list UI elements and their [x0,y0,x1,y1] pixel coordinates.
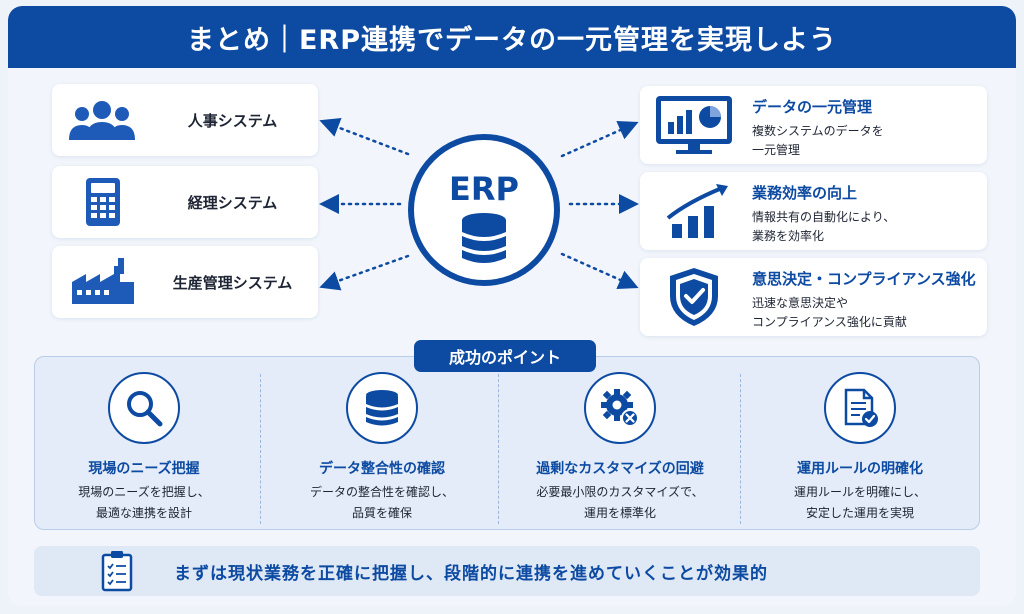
point-icon-circle [584,372,656,444]
success-points-title: 成功のポイント [414,340,596,372]
checklist-icon [101,551,133,592]
benefit-title-efficiency: 業務効率の向上 [752,184,858,202]
point-needs: 現場のニーズ把握 現場のニーズを把握し、 最適な連携を設計 [26,368,262,528]
point-title-operation-rules: 運用ルールの明確化 [797,461,923,477]
point-desc-line: 必要最小限のカスタマイズで、 [536,485,704,499]
point-desc-avoid-customization: 必要最小限のカスタマイズで、 運用を標準化 [502,482,738,524]
monitor-chart-icon [656,96,732,154]
point-desc-line: 安定した運用を実現 [805,506,914,520]
search-icon [127,391,163,427]
erp-hub: ERP [408,134,560,286]
divider [260,374,261,524]
benefit-card-compliance: 意思決定・コンプライアンス強化 迅速な意思決定や コンプライアンス強化に貢献 [640,258,987,336]
factory-icon [72,258,134,304]
calculator-icon [86,178,120,226]
point-desc-operation-rules: 運用ルールを明確にし、 安定した運用を実現 [742,482,978,524]
benefit-desc-line: 迅速な意思決定や [752,296,849,310]
system-label-accounting: 経理システム [187,193,278,212]
point-desc-line: 現場のニーズを把握し、 [78,485,210,499]
point-icon-circle [108,372,180,444]
arrow-to-production [319,254,410,291]
page-title: まとめ｜ERP連携でデータの一元管理を実現しよう [186,24,838,56]
benefit-desc-line: 一元管理 [752,143,801,157]
point-desc-line: 品質を確保 [351,506,412,520]
system-label-production: 生産管理システム [172,273,293,292]
title-bar: まとめ｜ERP連携でデータの一元管理を実現しよう [8,6,1016,68]
point-desc-line: 運用ルールを明確にし、 [793,485,926,499]
gear-cancel-icon [601,389,639,427]
shield-check-icon [670,268,718,326]
benefit-title-compliance: 意思決定・コンプライアンス強化 [752,270,976,288]
benefit-desc-line: 情報共有の自動化により、 [752,210,896,224]
point-icon-circle [824,372,896,444]
document-check-icon [844,388,878,427]
infographic-frame: まとめ｜ERP連携でデータの一元管理を実現しよう 人事システム [8,6,1016,606]
growth-chart-icon [666,184,728,238]
point-desc-line: データの整合性を確認し、 [309,485,454,499]
benefit-desc-efficiency: 情報共有の自動化により、 業務を効率化 [752,208,895,246]
point-title-needs: 現場のニーズ把握 [88,461,200,477]
benefit-desc-compliance: 迅速な意思決定や コンプライアンス強化に貢献 [752,294,907,332]
point-operation-rules: 運用ルールの明確化 運用ルールを明確にし、 安定した運用を実現 [742,368,978,528]
benefit-card-efficiency: 業務効率の向上 情報共有の自動化により、 業務を効率化 [640,172,987,250]
point-desc-line: 最適な連携を設計 [95,506,192,520]
point-data-integrity: データ整合性の確認 データの整合性を確認し、 品質を確保 [264,368,500,528]
success-points-panel [34,356,980,530]
arrow-to-hr [319,117,410,156]
point-title-data-integrity: データ整合性の確認 [319,461,445,477]
point-desc-data-integrity: データの整合性を確認し、 品質を確保 [264,482,500,524]
erp-label: ERP [449,170,519,208]
point-desc-line: 運用を標準化 [583,506,656,520]
point-title-avoid-customization: 過剰なカスタマイズの回避 [536,461,704,477]
system-card-production: 生産管理システム [52,246,318,318]
conclusion-bar: まずは現状業務を正確に把握し、段階的に連携を進めていくことが効果的 [34,546,980,596]
point-desc-needs: 現場のニーズを把握し、 最適な連携を設計 [26,482,262,524]
system-label-hr: 人事システム [187,111,278,130]
benefit-desc-line: 複数システムのデータを [752,124,884,138]
benefit-desc-line: 業務を効率化 [752,229,825,243]
benefit-desc-line: コンプライアンス強化に貢献 [752,315,907,329]
people-icon [69,101,135,140]
system-card-hr: 人事システム [52,84,318,156]
point-avoid-customization: 過剰なカスタマイズの回避 必要最小限のカスタマイズで、 運用を標準化 [502,368,738,528]
benefit-title-data-management: データの一元管理 [752,98,873,116]
point-icon-circle [346,372,418,444]
arrow-to-data-management [560,120,639,158]
database-icon [462,213,506,263]
benefit-desc-data-management: 複数システムのデータを 一元管理 [752,122,884,160]
system-card-accounting: 経理システム [52,166,318,238]
conclusion-text: まずは現状業務を正確に把握し、段階的に連携を進めていくことが効果的 [174,563,768,584]
benefit-card-data-management: データの一元管理 複数システムのデータを 一元管理 [640,86,987,164]
arrow-to-compliance [560,252,639,290]
divider [740,374,741,524]
database-icon [366,390,398,426]
divider [498,374,499,524]
